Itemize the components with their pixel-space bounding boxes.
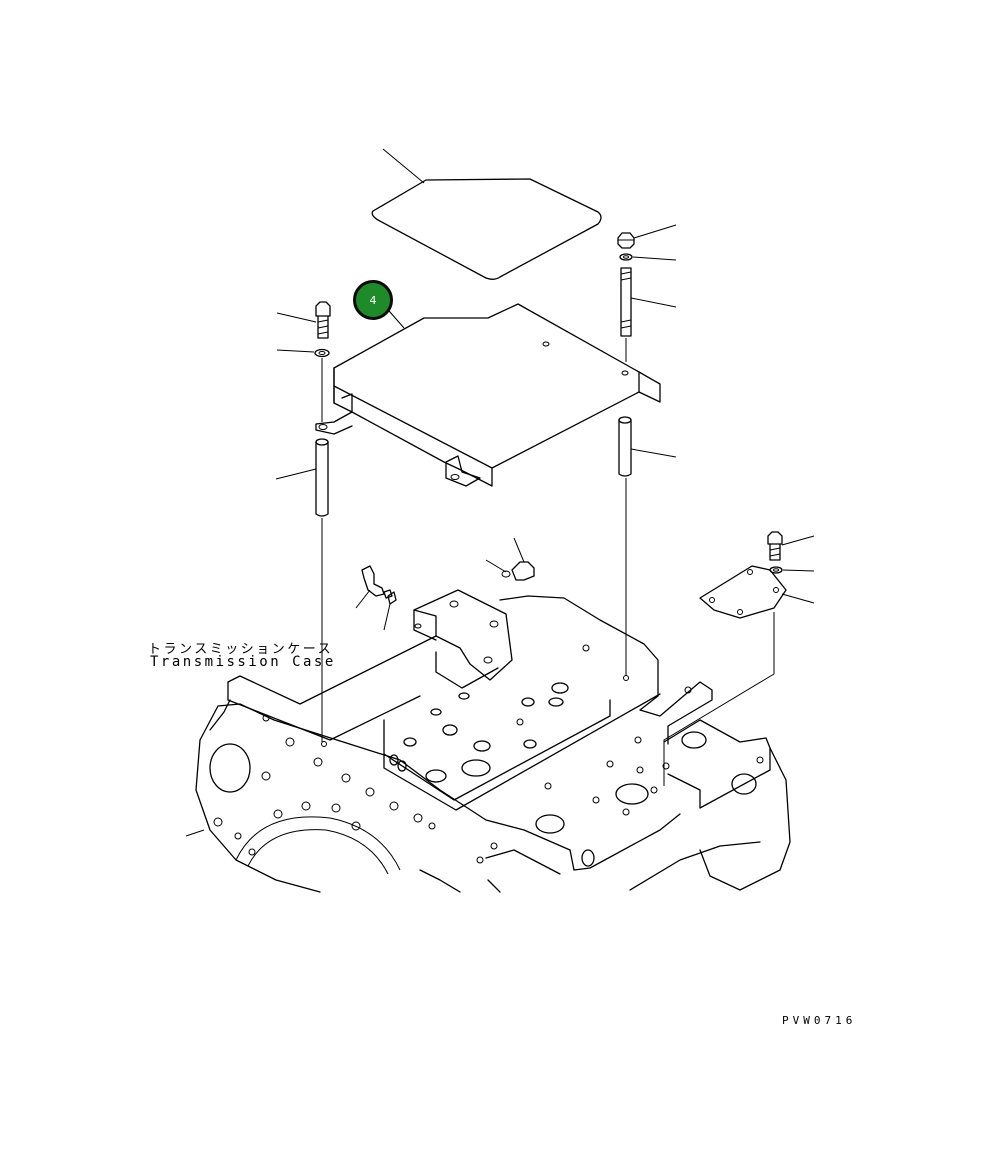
right-spacer[interactable] [618,416,632,477]
right-stud[interactable] [620,267,632,337]
right-washer[interactable] [619,253,633,261]
left-spacer[interactable] [315,438,329,517]
straight-connector[interactable] [501,561,535,581]
side-cover-plate[interactable] [699,565,787,619]
leader-elbow [355,589,371,609]
leader-left-bolt [276,312,317,323]
drawing-code: PVW0716 [782,1014,857,1027]
leader-right-washer [632,256,677,261]
leader-gasket [382,148,425,184]
leader-right-stud [630,297,677,308]
leader-left-spacer [275,468,317,480]
case-label-jp: トランスミッションケース [148,642,334,657]
leader-side-washer [782,569,815,572]
side-washer[interactable] [769,566,783,574]
leader-connector-oring [485,559,507,573]
leader-left-washer [276,349,315,353]
callout-badge[interactable]: 4 [353,280,393,320]
leader-right-nut [633,224,677,239]
leader-side-bolt [781,535,815,546]
cover-plate[interactable] [315,303,661,487]
leader-side-cover [781,593,815,604]
left-washer[interactable] [314,348,330,358]
elbow-fitting[interactable] [361,565,393,599]
leader-connector [513,537,525,563]
case-label-en: Transmission Case [150,654,336,670]
o-ring-small[interactable] [387,591,397,605]
right-nut[interactable] [617,232,635,249]
gasket-sheet[interactable] [371,178,602,280]
axis-side-cover [663,612,775,786]
control-valve[interactable] [413,589,513,689]
left-bolt[interactable] [315,301,331,339]
leader-right-spacer [630,448,677,458]
leader-oring [383,603,391,631]
transmission-case [185,595,791,893]
side-bolt[interactable] [767,531,783,561]
